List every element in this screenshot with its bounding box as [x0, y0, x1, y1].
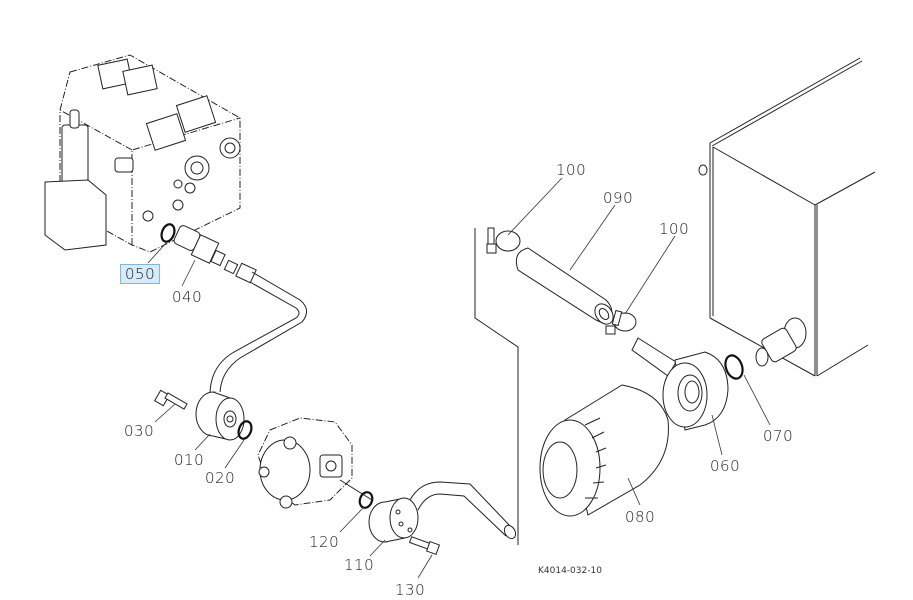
suction-pipe [409, 481, 517, 540]
callout-020[interactable]: 020 [205, 469, 236, 487]
leader-lines [147, 177, 771, 579]
part-100-clamp-upper [486, 227, 521, 254]
part-030-bolt [153, 389, 188, 410]
pressure-pipe [209, 271, 307, 396]
callout-050[interactable]: 050 [120, 264, 161, 284]
callout-030[interactable]: 030 [124, 422, 155, 440]
part-020-oring [237, 420, 253, 440]
part-040-connector [173, 225, 257, 284]
hydraulic-tank [698, 57, 876, 377]
drawing-id: K4014-032-10 [538, 566, 602, 576]
callout-040[interactable]: 040 [172, 288, 203, 306]
callout-100-lower[interactable]: 100 [659, 220, 690, 238]
valve-block-assembly [44, 54, 241, 253]
callout-110[interactable]: 110 [344, 556, 375, 574]
callout-100-upper[interactable]: 100 [556, 161, 587, 179]
part-120-oring [358, 491, 374, 509]
callout-070[interactable]: 070 [763, 427, 794, 445]
hydraulic-pump [257, 417, 373, 509]
part-060-filter-head [662, 351, 729, 431]
part-100-clamp-lower [605, 309, 637, 335]
part-010-flange [195, 391, 245, 441]
callout-080[interactable]: 080 [625, 508, 656, 526]
boundary-line [474, 228, 519, 545]
callout-010[interactable]: 010 [174, 451, 205, 469]
part-110-flange [368, 497, 419, 543]
callout-090[interactable]: 090 [603, 189, 634, 207]
part-090-hose [515, 247, 614, 325]
part-070-oring [724, 354, 744, 380]
part-080-filter [539, 384, 669, 517]
part-050-oring [160, 223, 176, 243]
callout-120[interactable]: 120 [309, 533, 340, 551]
part-130-bolt [408, 536, 441, 556]
callout-060[interactable]: 060 [710, 457, 741, 475]
filter-inlet-pipe [631, 337, 677, 377]
callout-130[interactable]: 130 [395, 581, 426, 599]
